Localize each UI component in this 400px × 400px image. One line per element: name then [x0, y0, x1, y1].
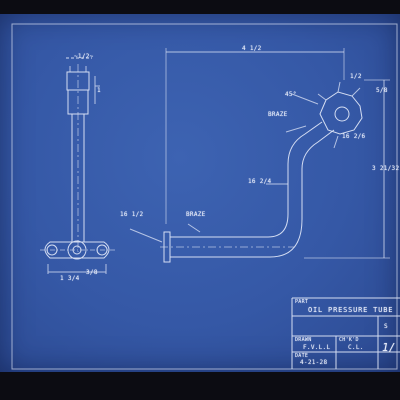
- dim-angle: 45°: [285, 91, 297, 98]
- dim-flange-width: 1 3/4: [60, 275, 80, 282]
- tb-checked-label: CH'K'D: [339, 337, 359, 343]
- note-braze-upper: BRAZE: [268, 111, 288, 118]
- dim-overall-length: 4 1/2: [242, 45, 262, 52]
- revision-mark: 1/: [382, 341, 396, 354]
- dim-tip-2: 1/2: [350, 73, 362, 80]
- tb-drawn-label: DRAWN: [295, 337, 312, 343]
- tb-part-label: PART: [295, 299, 309, 305]
- drawn-by: F.V.L.L: [303, 344, 331, 351]
- drawing-date: 4-21-28: [300, 359, 328, 366]
- dim-side-right: 1: [97, 87, 101, 94]
- technical-drawing: [0, 14, 400, 372]
- dim-flange-hole: 3/8: [86, 269, 98, 276]
- checked-by: C.L.: [348, 344, 364, 351]
- sheet-number: S: [384, 323, 388, 330]
- dim-tube-size-2: 16 2/6: [342, 133, 366, 140]
- dim-overall-height: 3 21/32: [372, 165, 400, 172]
- note-braze-lower: BRAZE: [186, 211, 206, 218]
- dim-side-top: ~1/2~: [74, 53, 94, 60]
- dim-tip: 5/8: [376, 87, 388, 94]
- tb-date-label: DATE: [295, 353, 309, 359]
- dim-tube-size: 16 2/4: [248, 178, 272, 185]
- blueprint-sheet: ~1/2~ 1 1 3/4 3/8 4 1/2 45° 5/8 1/2 3 21…: [0, 14, 400, 372]
- dim-left-end: 16 1/2: [120, 211, 144, 218]
- drawing-title: OIL PRESSURE TUBE: [308, 306, 394, 314]
